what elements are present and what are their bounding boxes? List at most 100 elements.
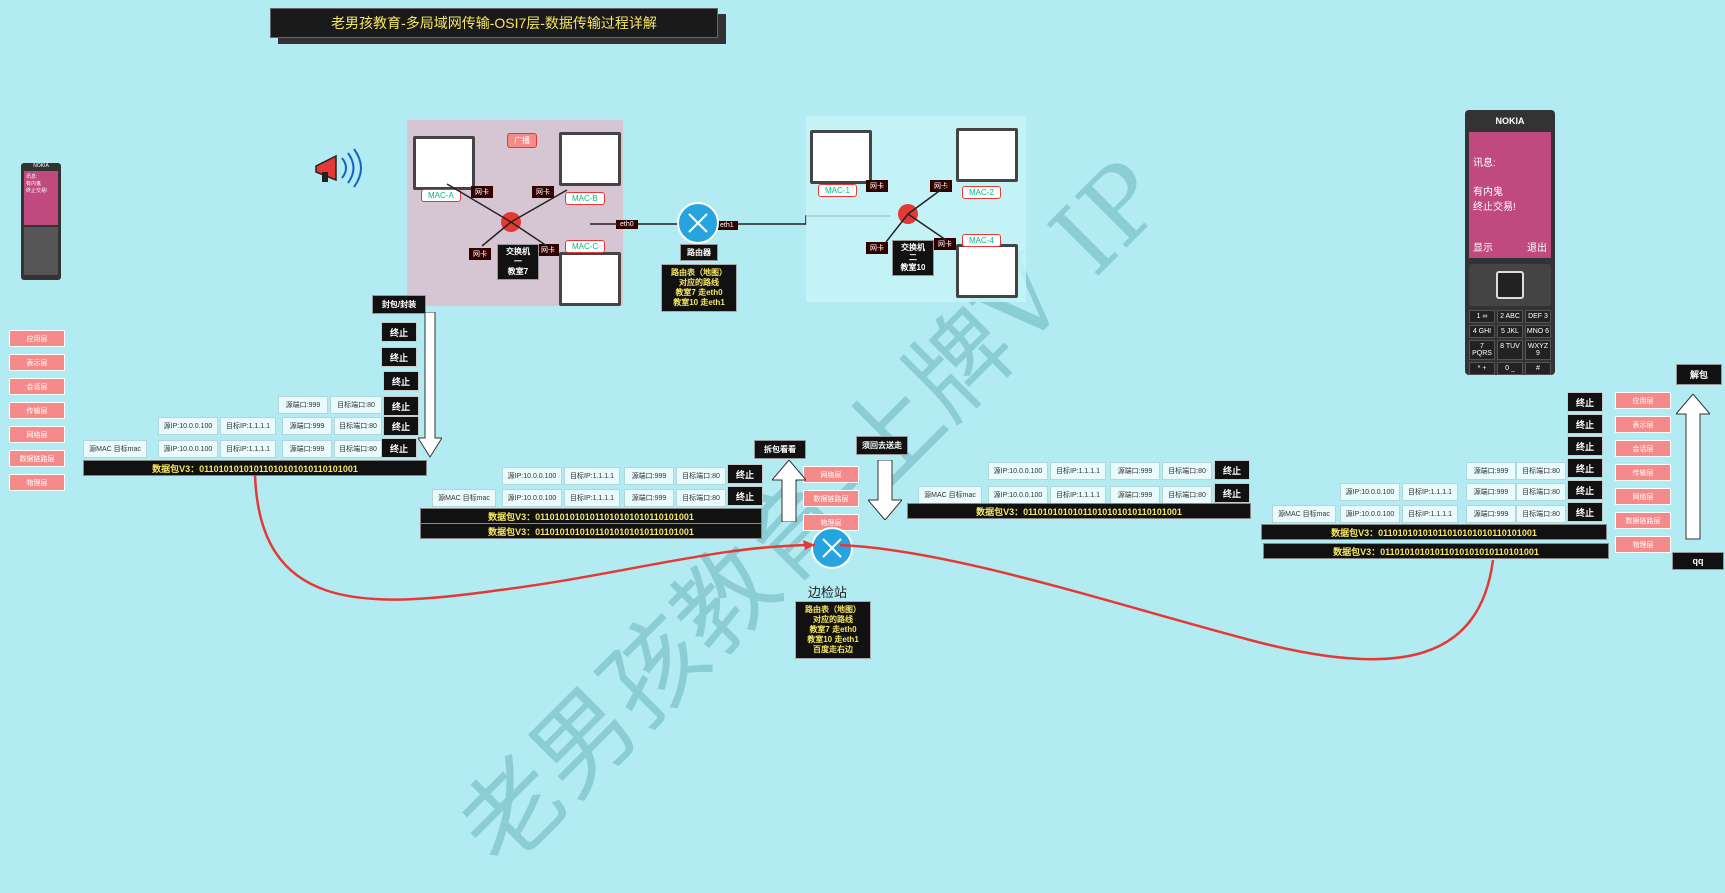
phone-key[interactable]: 0 _ xyxy=(1497,362,1523,375)
phone-key[interactable]: # xyxy=(1525,362,1551,375)
right-phone-line: 有内鬼 xyxy=(1473,187,1503,198)
osi-layer: 物理层 xyxy=(1615,536,1671,553)
dst-port-cell: 目标端口:80 xyxy=(676,489,726,507)
src-port-cell: 源端口:999 xyxy=(278,396,328,414)
osi-layer: 网络层 xyxy=(9,426,65,443)
phone-key[interactable]: 7 PQRS xyxy=(1469,340,1495,360)
stop-button[interactable]: 终止 xyxy=(1214,483,1250,503)
border-station-label: 边检站 xyxy=(808,585,848,600)
stop-button[interactable]: 终止 xyxy=(1567,392,1603,412)
dst-ip-cell: 目标IP:1.1.1.1 xyxy=(564,467,620,485)
src-ip-cell: 源IP:10.0.0.100 xyxy=(988,462,1048,480)
mac-cell: 源MAC 目标mac xyxy=(1272,505,1336,523)
nic-label: 网卡 xyxy=(934,238,956,250)
layer-stack-right: 应用层表示层会话层传输层网络层数据链路层物理层 xyxy=(1615,392,1671,560)
phone-key[interactable]: 2 ABC xyxy=(1497,310,1523,323)
border-routing-table: 路由表（地图） 对应的路线 教室7 走eth0 教室10 走eth1 百度走右边 xyxy=(795,601,871,659)
stop-button[interactable]: 终止 xyxy=(381,438,417,458)
mac-tag: MAC-C xyxy=(565,240,606,253)
qq-label: qq xyxy=(1672,552,1724,570)
phone-key[interactable]: 5 JKL xyxy=(1497,325,1523,338)
phone-key[interactable]: 4 GHI xyxy=(1469,325,1495,338)
left-phone-line: 终止交易! xyxy=(26,188,48,194)
up-arrow-icon xyxy=(770,459,808,527)
src-port-cell: 源端口:999 xyxy=(624,489,674,507)
stop-button[interactable]: 终止 xyxy=(381,347,417,367)
stop-button[interactable]: 终止 xyxy=(1567,502,1603,522)
phone-key[interactable]: * + xyxy=(1469,362,1495,375)
osi-layer: 传输层 xyxy=(9,402,65,419)
osi-layer: 会话层 xyxy=(1615,440,1671,457)
dst-port-cell: 目标端口:80 xyxy=(330,396,382,414)
src-port-cell: 源端口:999 xyxy=(624,467,674,485)
encap-label: 封包/封装 xyxy=(372,295,426,314)
switch-label: 交换机 二 教室10 xyxy=(892,240,934,276)
src-port-cell: 源端口:999 xyxy=(282,417,332,435)
stop-button[interactable]: 终止 xyxy=(727,486,763,506)
packet-bar: 数据包V3：01101010101011010101010110101001 xyxy=(1263,543,1609,559)
stop-button[interactable]: 终止 xyxy=(383,371,419,391)
left-phone-line: 讯息: xyxy=(26,174,38,180)
osi-layer: 网络层 xyxy=(803,466,859,483)
repack-label: 须回去送走 xyxy=(856,436,908,455)
up-arrow-icon xyxy=(1674,393,1712,545)
src-ip-cell: 源IP:10.0.0.100 xyxy=(502,489,562,507)
right-phone-line: 终止交易! xyxy=(1473,202,1516,213)
dst-ip-cell: 目标IP:1.1.1.1 xyxy=(1402,483,1458,501)
src-ip-cell: 源IP:10.0.0.100 xyxy=(158,440,218,458)
page-title: 老男孩教育-多局域网传输-OSI7层-数据传输过程详解 xyxy=(270,8,718,38)
stop-button[interactable]: 终止 xyxy=(383,396,419,416)
lan-right-links xyxy=(885,185,947,243)
osi-layer: 物理层 xyxy=(9,474,65,491)
src-port-cell: 源端口:999 xyxy=(1466,505,1516,523)
nic-label: 网卡 xyxy=(930,180,952,192)
mac-tag: MAC-A xyxy=(421,189,461,202)
dst-port-cell: 目标端口:80 xyxy=(1516,483,1566,501)
soft-right-label: 退出 xyxy=(1527,243,1547,254)
broadcast-tag: 广播 xyxy=(507,133,537,148)
stop-button[interactable]: 终止 xyxy=(1567,480,1603,500)
computer-icon xyxy=(413,136,475,190)
phone-key[interactable]: 8 TUV xyxy=(1497,340,1523,360)
osi-layer: 表示层 xyxy=(9,354,65,371)
dst-ip-cell: 目标IP:1.1.1.1 xyxy=(220,440,276,458)
packet-bar: 数据包V3：01101010101011010101010110101001 xyxy=(1261,524,1607,540)
dst-ip-cell: 目标IP:1.1.1.1 xyxy=(1402,505,1458,523)
switch-label: 交换机 一 教室7 xyxy=(497,244,539,280)
dst-port-cell: 目标端口:80 xyxy=(1516,462,1566,480)
phone-key[interactable]: MNO 6 xyxy=(1525,325,1551,338)
phone-key[interactable]: DEF 3 xyxy=(1525,310,1551,323)
osi-layer: 数据链路层 xyxy=(803,490,859,507)
dst-port-cell: 目标端口:80 xyxy=(1162,462,1212,480)
mac-cell: 源MAC 目标mac xyxy=(83,440,147,458)
src-ip-cell: 源IP:10.0.0.100 xyxy=(1340,483,1400,501)
dst-ip-cell: 目标IP:1.1.1.1 xyxy=(220,417,276,435)
phone-key[interactable]: WXYZ 9 xyxy=(1525,340,1551,360)
nic-label: 网卡 xyxy=(471,186,493,198)
eth1-label: eth1 xyxy=(716,221,738,230)
left-phone-brand: NOKIA xyxy=(33,163,49,169)
router-icon xyxy=(677,202,719,244)
stop-button[interactable]: 终止 xyxy=(1567,414,1603,434)
stop-button[interactable]: 终止 xyxy=(727,464,763,484)
stop-button[interactable]: 终止 xyxy=(381,322,417,342)
stop-button[interactable]: 终止 xyxy=(1567,458,1603,478)
src-port-cell: 源端口:999 xyxy=(1466,483,1516,501)
mac-tag: MAC-1 xyxy=(818,184,857,197)
nav-key[interactable] xyxy=(1496,271,1524,299)
stop-button[interactable]: 终止 xyxy=(383,416,419,436)
computer-icon xyxy=(559,132,621,186)
nic-label: 网卡 xyxy=(866,242,888,254)
left-phone: NOKIA 讯息: 有内鬼 终止交易! xyxy=(21,163,61,280)
dst-port-cell: 目标端口:80 xyxy=(334,440,382,458)
router-label: 路由器 xyxy=(680,244,718,261)
src-port-cell: 源端口:999 xyxy=(1466,462,1516,480)
stop-button[interactable]: 终止 xyxy=(1214,460,1250,480)
stop-button[interactable]: 终止 xyxy=(1567,436,1603,456)
nic-label: 网卡 xyxy=(532,186,554,198)
computer-icon xyxy=(810,130,872,184)
phone-key[interactable]: 1 ∞ xyxy=(1469,310,1495,323)
lan-classroom-7: 广播 MAC-A MAC-B MAC-C 网卡 网卡 网卡 网卡 交换机 一 教… xyxy=(407,120,623,306)
